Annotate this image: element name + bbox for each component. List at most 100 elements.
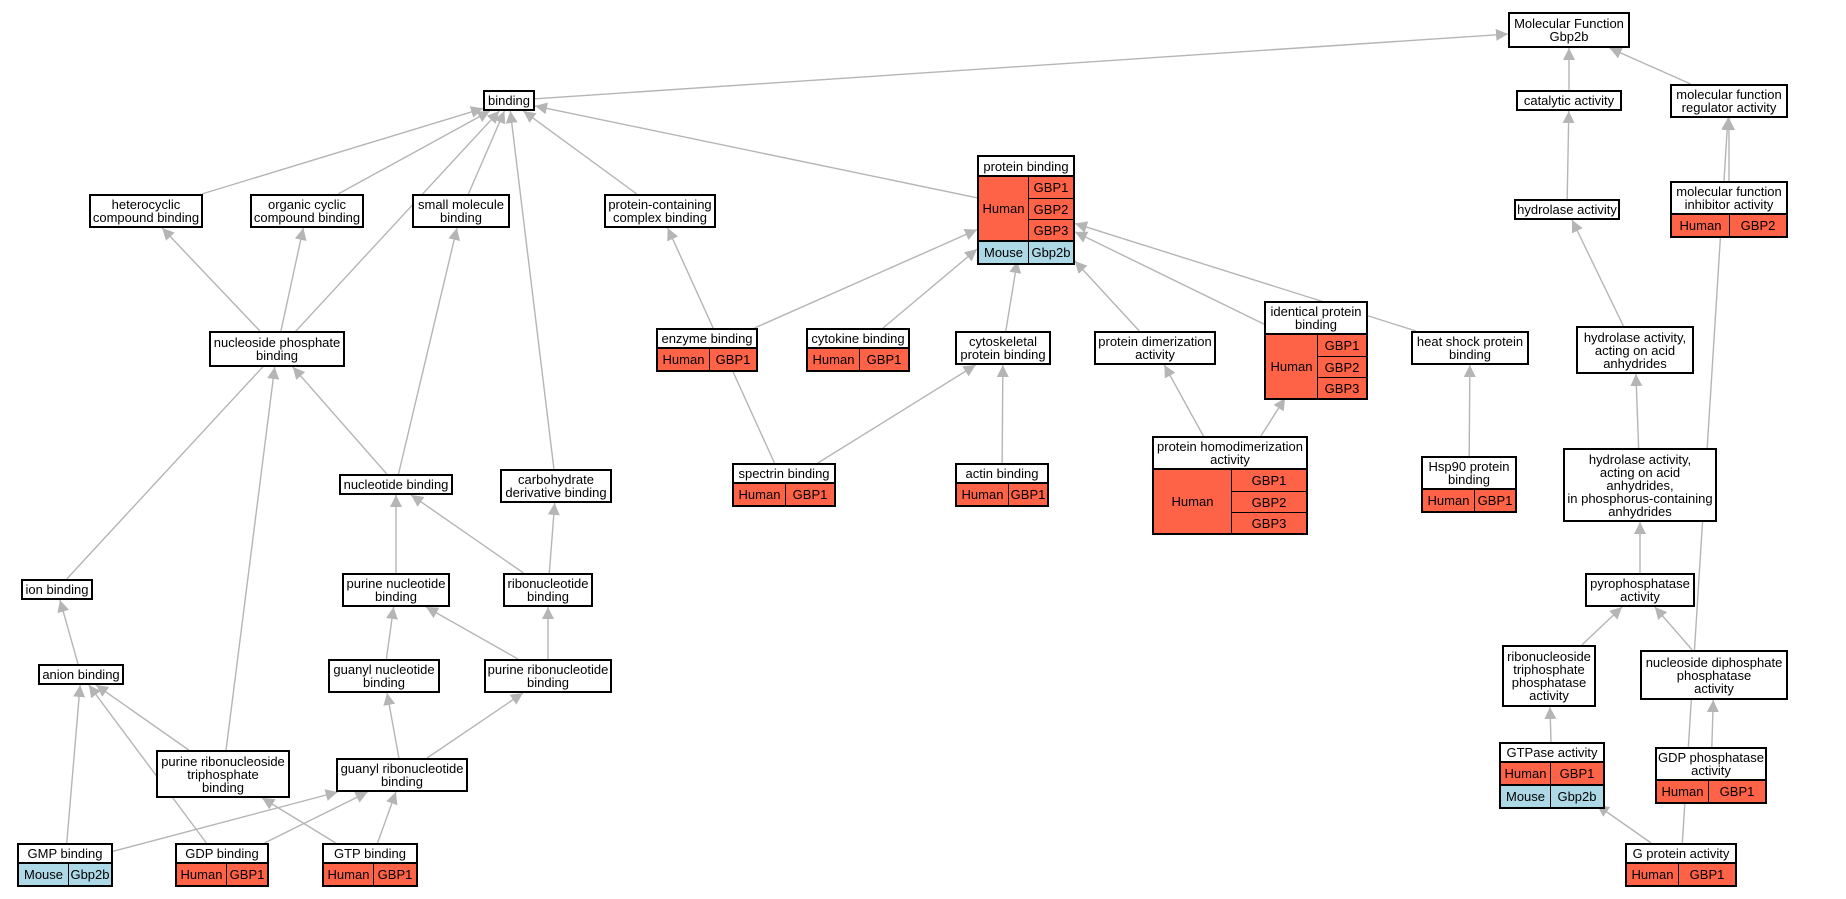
go-term-label-line: Gbp2b [1549, 29, 1589, 44]
species-label: Human [1657, 781, 1709, 802]
go-term-label-line: anion binding [42, 667, 120, 682]
species-label: Mouse [1501, 786, 1551, 807]
go-term-anion: anion binding [38, 664, 124, 685]
go-term-label-line: compound binding [92, 210, 200, 225]
edge-purribonuc-to-purnuc [425, 606, 519, 660]
go-term-label-line: anhydrides [1608, 503, 1672, 519]
go-term-label-line: purine ribonucleotide [487, 662, 609, 677]
go-term-label-line: spectrin binding [738, 466, 830, 481]
go-term-label-line: molecular function [1676, 87, 1782, 102]
go-term-label-line: derivative binding [505, 485, 607, 500]
gene-label: GBP1 [1324, 338, 1360, 353]
go-term-label: catalytic activity [1516, 90, 1622, 111]
go-term-label-line: pyrophosphatase [1590, 576, 1690, 591]
go-term-label-line: binding [1449, 347, 1491, 362]
species-label: Human [1154, 470, 1232, 533]
go-term-label: binding [483, 90, 535, 111]
go-term-label-line: regulator activity [1681, 100, 1777, 115]
go-term-label-line: acting on acid [1599, 464, 1681, 480]
go-term-label-line: guanyl ribonucleotide [340, 761, 464, 776]
go-term-label: cytokine binding [806, 328, 910, 349]
gene-label: GBP1 [1251, 473, 1287, 488]
edge-smallmol-to-binding [467, 110, 506, 195]
go-term-label-line: binding [256, 348, 298, 363]
go-term-label: ion binding [21, 579, 93, 600]
go-term-catalytic: catalytic activity [1516, 90, 1622, 111]
go-term-nucleotide: nucleotide binding [339, 474, 453, 495]
edge-gdp-to-anion [88, 684, 207, 844]
go-term-label-line: protein homodimerization [1157, 439, 1303, 454]
edge-gmp-to-anion [66, 684, 86, 844]
go-term-label: G protein activity [1625, 843, 1737, 864]
go-term-label: actin binding [955, 463, 1049, 484]
species-label: Human [1423, 490, 1475, 511]
edge-identical-to-protbind [1074, 231, 1265, 325]
go-term-hydrolase: hydrolase activity [1514, 199, 1620, 220]
species-label: Human [808, 349, 860, 370]
edge-binding-to-mf [534, 28, 1509, 100]
edge-mfreg-to-mf [1609, 47, 1691, 85]
go-term-label-line: binding [381, 774, 423, 789]
go-term-label: anion binding [38, 664, 124, 685]
species-label: Human [177, 864, 227, 885]
edge-gdpphos-to-nucdiph [1706, 699, 1719, 748]
edge-guanylribo-to-guanylnuc [383, 692, 400, 759]
edge-nucleotide-to-nucphos [292, 366, 388, 475]
edge-protbind-to-binding [534, 102, 978, 199]
edge-cytoskel-to-protbind [1005, 260, 1022, 332]
go-term-label-line: phosphatase [1676, 667, 1752, 683]
species-label: Mouse [19, 864, 69, 885]
go-term-label-line: binding [488, 93, 530, 108]
go-term-label-line: guanyl nucleotide [333, 662, 435, 677]
go-term-label-line: activity [1210, 452, 1250, 467]
go-term-label-line: actin binding [965, 466, 1039, 481]
edge-homodimer-to-identical [1260, 397, 1286, 437]
go-term-label-line: acting on acid [1594, 342, 1676, 358]
go-term-label: nucleotide binding [339, 474, 453, 495]
go-term-label-line: hydrolase activity [1517, 202, 1617, 217]
go-term-label-line: binding [202, 779, 244, 795]
go-term-label-line: binding [1448, 472, 1490, 487]
edge-purribotri-to-anion [95, 684, 190, 751]
go-term-label-line: purine ribonucleoside [161, 753, 285, 769]
go-term-label-line: purine nucleotide [346, 576, 446, 591]
gene-label: GBP1 [1033, 180, 1069, 195]
edge-ribotriph-to-pyrophos [1581, 606, 1623, 646]
go-term-label-line: GTP binding [333, 846, 407, 861]
species-label: Human [734, 484, 786, 505]
edge-guanylnuc-to-purnuc [385, 606, 398, 660]
go-term-label: GTP binding [322, 843, 418, 864]
go-term-label-line: GDP phosphatase [1658, 750, 1764, 765]
edge-carbo-to-binding [505, 110, 555, 470]
gene-label: Gbp2b [70, 867, 110, 882]
